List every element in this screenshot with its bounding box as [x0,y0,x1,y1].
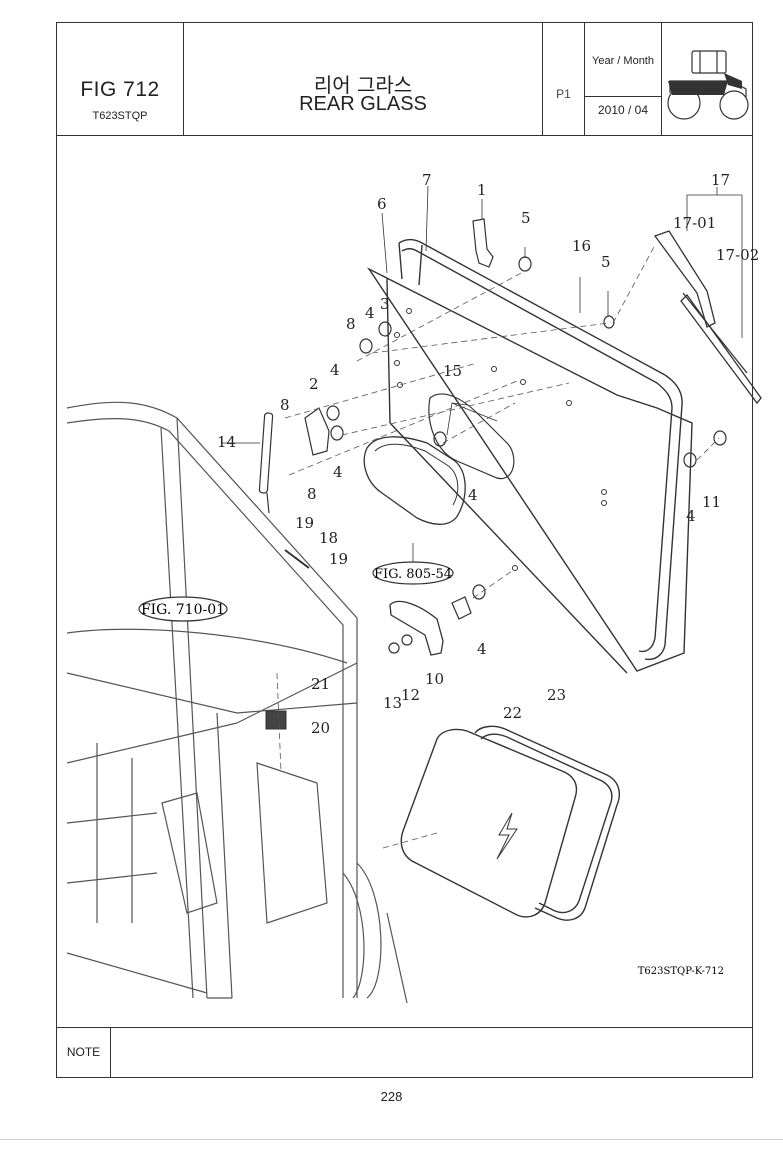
year-month-value: 2010 / 04 [597,103,649,117]
logo-cell [662,23,753,135]
callout-8: 8 [307,485,317,503]
callout-4: 4 [468,486,478,504]
tractor-icon [667,50,749,120]
callout-7: 7 [422,171,432,189]
callout-5: 5 [601,253,611,271]
fig-number: FIG 712 [80,78,160,101]
drawing-code: T623STQP-K-712 [638,966,724,977]
callout-14: 14 [217,433,236,451]
year-month-label: Year / Month [592,55,654,67]
page-code: P1 [556,87,571,101]
page-frame: FIG 712 T623STQP 리어 그라스 REAR GLASS P1 Ye… [56,22,762,1078]
callout-22: 22 [503,704,522,722]
callout-19: 19 [329,550,348,568]
callout-3: 3 [380,295,390,313]
callout-11: 11 [702,493,721,511]
callout-16: 16 [572,237,591,255]
callout-4: 4 [330,361,340,379]
page-number: 228 [380,1089,403,1104]
callout-12: 12 [401,686,420,704]
callout-20: 20 [311,719,330,737]
reference-fig-710-01: FIG. 710-01 [141,602,225,618]
callout-21: 21 [311,675,330,693]
callout-13: 13 [383,694,402,712]
title-english: REAR GLASS [299,93,427,115]
header: FIG 712 T623STQP 리어 그라스 REAR GLASS P1 Ye… [57,23,752,136]
title-korean: 리어 그라스 [313,73,413,97]
callout-5: 5 [521,209,531,227]
year-month-cell: Year / Month 2010 / 04 [585,23,662,135]
callout-2: 2 [309,375,319,393]
callout-8: 8 [346,315,356,333]
fig-cell: FIG 712 T623STQP [57,23,184,135]
callout-17-02: 17-02 [716,246,759,264]
callout-10: 10 [425,670,444,688]
callout-4: 4 [333,463,343,481]
callout-4: 4 [477,640,487,658]
title-cell: 리어 그라스 REAR GLASS [184,23,543,135]
callout-4: 4 [686,507,696,525]
reference-fig-805-54: FIG. 805-54 [374,567,452,582]
callout-6: 6 [377,195,387,213]
exploded-diagram: 1 2 3 4 4 4 4 4 4 5 5 6 7 8 8 8 10 11 12… [66,171,762,1004]
callout-23: 23 [547,686,566,704]
callout-4: 4 [365,304,375,322]
callout-19: 19 [295,514,314,532]
callout-8: 8 [280,396,290,414]
model-code: T623STQP [92,110,148,122]
callout-1: 1 [477,181,487,199]
scan-artifact-line [0,1139,783,1140]
callout-18: 18 [319,529,338,547]
year-month-label-box: Year / Month [585,23,661,97]
callout-17-01: 17-01 [673,214,716,232]
page-code-cell: P1 [543,23,585,135]
callout-17: 17 [711,171,730,189]
callout-15: 15 [443,362,462,380]
note-row: NOTE [57,1027,752,1077]
note-label: NOTE [57,1028,111,1077]
